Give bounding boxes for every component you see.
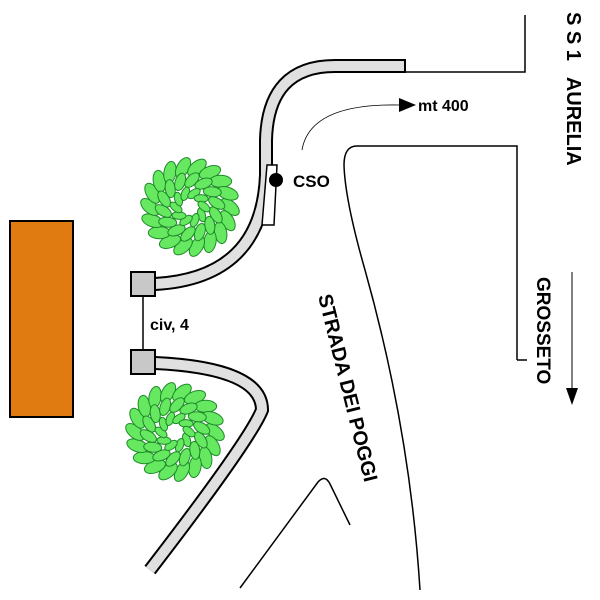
- highway-label: S S 1 AURELIA: [562, 12, 584, 166]
- gate-post-lower: [130, 349, 156, 375]
- road-edge-lower: [239, 477, 351, 589]
- distance-arrow: [301, 104, 401, 151]
- building: [9, 220, 74, 418]
- tree-icon: [125, 382, 225, 482]
- arrowhead-icon: [399, 98, 416, 112]
- arrow-down-icon: [566, 388, 578, 405]
- street-label: STRADA DEI POGGI: [313, 292, 381, 484]
- cso-dot: [269, 173, 283, 187]
- wall-lower: [146, 358, 268, 574]
- distance-label: mt 400: [418, 98, 469, 115]
- highway-edge-top: [405, 15, 526, 73]
- house-number-label: civ, 4: [150, 317, 189, 334]
- tree-icon: [140, 157, 240, 257]
- cso-label: CSO: [293, 172, 330, 191]
- direction-label: GROSSETO: [532, 277, 553, 384]
- road-edge: [343, 145, 518, 591]
- gate-post-upper: [130, 271, 156, 297]
